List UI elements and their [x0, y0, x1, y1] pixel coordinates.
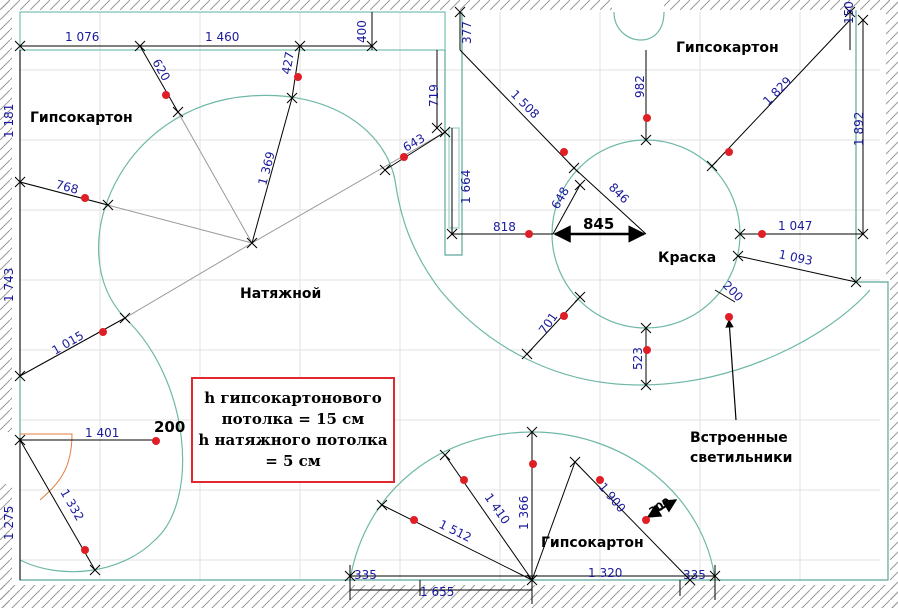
dim-300: 300 [647, 495, 674, 518]
dim-1320: 1 320 [588, 566, 622, 580]
dim-1015: 1 015 [50, 328, 87, 357]
dim-701: 701 [536, 310, 561, 337]
dim-427: 427 [279, 51, 297, 76]
light-dot [99, 328, 107, 336]
light-dot [725, 313, 733, 321]
built-in-lights [81, 73, 766, 554]
room-outline [19, 10, 889, 581]
ceiling-height-note: h гипсокартонового потолка = 15 см h нат… [191, 377, 395, 483]
light-dot [758, 230, 766, 238]
note-line4: = 5 см [265, 452, 321, 470]
dim-818: 818 [493, 220, 516, 234]
room-label-stretch: Натяжной [240, 286, 321, 302]
grid [20, 12, 880, 580]
dim-1047: 1 047 [778, 219, 812, 233]
room-label-gk-right: Гипсокартон [676, 40, 779, 56]
dim-1512: 1 512 [437, 517, 474, 545]
callout-line1: Встроенные [690, 430, 788, 446]
note-line3: h натяжного потолка [198, 431, 388, 449]
dim-719: 719 [427, 84, 441, 107]
light-dot [643, 346, 651, 354]
light-dot [162, 91, 170, 99]
light-dot [294, 73, 302, 81]
dim-150: 150 [842, 1, 856, 24]
room-label-paint: Краска [658, 250, 716, 266]
dim-845: 845 [583, 215, 614, 233]
light-dot [460, 476, 468, 484]
light-dot [525, 230, 533, 238]
light-dot [596, 476, 604, 484]
room-label-gk-left: Гипсокартон [30, 110, 133, 126]
dim-1332: 1 332 [57, 487, 86, 524]
dim-335-right: 335 [683, 568, 706, 582]
dim-768: 768 [54, 177, 80, 196]
dim-1655: 1 655 [420, 585, 454, 599]
dim-523: 523 [631, 347, 645, 370]
dim-200-circle: 200 [720, 278, 746, 304]
light-dot [81, 546, 89, 554]
dim-1829: 1 829 [760, 74, 794, 108]
dim-1892: 1 892 [852, 112, 866, 146]
dim-648: 648 [548, 185, 572, 212]
dim-1664: 1 664 [459, 170, 473, 204]
callout-line2: светильники [690, 450, 792, 466]
dim-1369: 1 369 [255, 150, 277, 187]
dim-846: 846 [606, 180, 632, 206]
offset-300-arrow [646, 499, 678, 518]
dim-643: 643 [401, 131, 428, 155]
dim-400: 400 [355, 20, 369, 43]
dim-1181: 1 181 [2, 104, 16, 138]
tick-marks [14, 6, 869, 586]
dim-377: 377 [460, 21, 474, 44]
dim-1900: 1 900 [596, 480, 629, 515]
light-dot [643, 114, 651, 122]
light-dot [400, 153, 408, 161]
dim-1460: 1 460 [205, 30, 239, 44]
light-dot [725, 148, 733, 156]
note-line1: h гипсокартонового [204, 389, 382, 407]
light-dot [560, 312, 568, 320]
light-dot [642, 516, 650, 524]
room-label-gk-bottom: Гипсокартон [541, 535, 644, 551]
dim-982: 982 [633, 75, 647, 98]
light-dot [529, 460, 537, 468]
door-swing [20, 433, 73, 501]
dim-1401: 1 401 [85, 426, 119, 440]
dim-1366: 1 366 [517, 496, 531, 530]
dim-1743: 1 743 [2, 268, 16, 302]
dimension-lines [19, 12, 864, 604]
light-dot [152, 437, 160, 445]
dimension-labels: 1 076 1 460 400 377 150 1 181 1 743 1 27… [2, 1, 866, 599]
light-dot [560, 148, 568, 156]
dim-200-bold: 200 [154, 418, 185, 436]
dim-335-left: 335 [354, 568, 377, 582]
dim-1275: 1 275 [2, 506, 16, 540]
dim-1093: 1 093 [777, 247, 814, 268]
dim-1076: 1 076 [65, 30, 99, 44]
callout-leader [725, 319, 737, 421]
dim-1410: 1 410 [482, 491, 513, 527]
light-dot [410, 516, 418, 524]
light-dot [81, 194, 89, 202]
note-line2: потолка = 15 см [221, 410, 365, 428]
